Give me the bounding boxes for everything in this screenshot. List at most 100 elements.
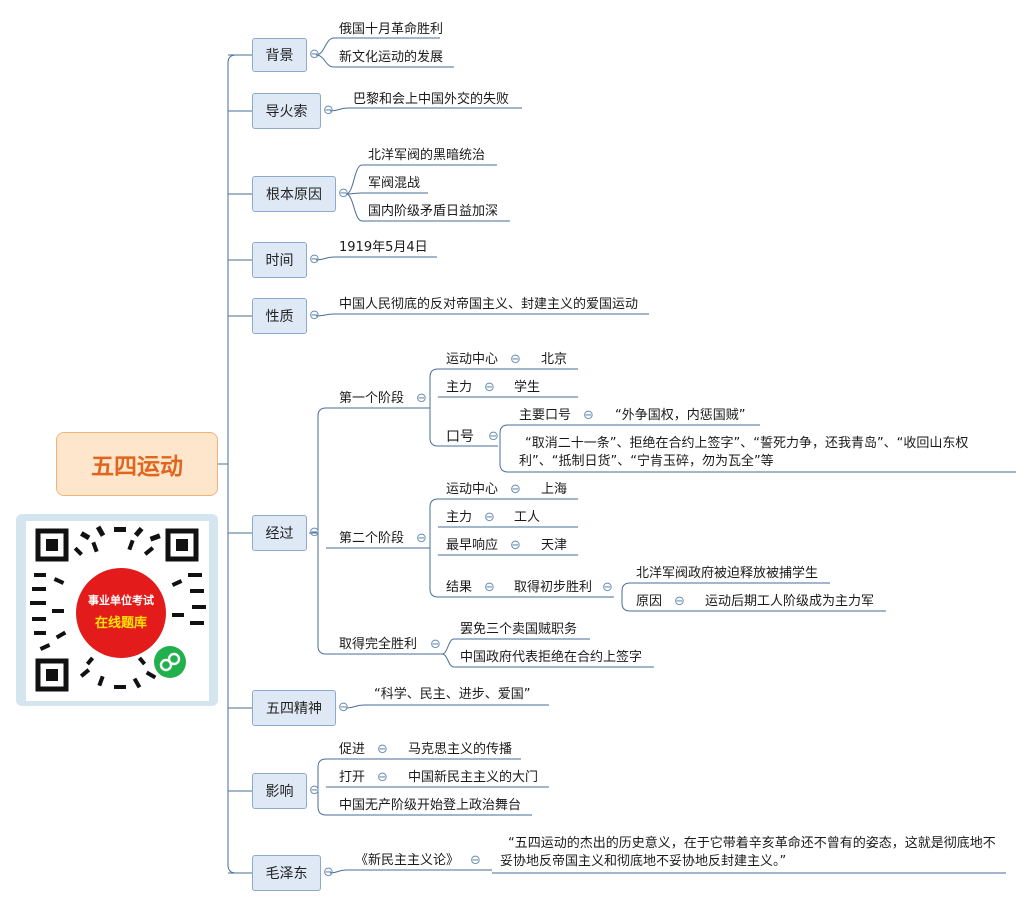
stage3-label[interactable]: 取得完全胜利: [339, 637, 418, 652]
mao-link: [329, 869, 347, 874]
stage3-item-1: 罢免三个卖国贼职务: [460, 622, 578, 637]
wechat-miniprogram-icon[interactable]: [154, 646, 186, 678]
nature-item-1: 中国人民彻底的反对帝国主义、封建主义的爱国运动: [339, 297, 639, 312]
stage1-slogan-label[interactable]: 口号: [446, 429, 474, 445]
stage3-item-2: 中国政府代表拒绝在合约上签字: [460, 650, 643, 665]
collapse-toggle-result-detail[interactable]: ⊖: [602, 580, 613, 595]
collapse-toggle-time[interactable]: ⊖: [309, 252, 320, 267]
collapse-toggle-stage2-first[interactable]: ⊖: [510, 538, 521, 553]
collapse-toggle-slogan-main[interactable]: ⊖: [583, 408, 594, 423]
trigger-item-1: 巴黎和会上中国外交的失败: [353, 92, 510, 107]
stage3-link-2: [441, 653, 455, 668]
stage2-bracket: [429, 498, 439, 598]
collapse-toggle-impact-a[interactable]: ⊖: [377, 742, 388, 757]
collapse-toggle-trigger[interactable]: ⊖: [323, 103, 334, 118]
node-root-cause[interactable]: 根本原因: [252, 176, 336, 212]
slogan-more: “取消二十一条”、拒绝在合约上签字”、“誓死力争，还我青岛”、“收回山东权利”、…: [519, 436, 969, 469]
stage1-bracket: [429, 368, 439, 447]
collapse-toggle-mao[interactable]: ⊖: [323, 865, 334, 880]
collapse-toggle-spirit[interactable]: ⊖: [338, 700, 349, 715]
bg-item-1: 俄国十月革命胜利: [339, 22, 444, 37]
collapse-toggle-stage1-main[interactable]: ⊖: [484, 380, 495, 395]
result-reason-key: 原因: [636, 594, 663, 609]
stage2-first-key: 最早响应: [446, 538, 499, 553]
bg-item-2: 新文化运动的发展: [339, 50, 444, 65]
time-item-1: 1919年5月4日: [339, 240, 428, 255]
wechat-miniprogram-glyph: [159, 652, 181, 672]
collapse-toggle-stage2-result[interactable]: ⊖: [484, 580, 495, 595]
collapse-toggle-stage2-center[interactable]: ⊖: [510, 482, 521, 497]
node-impact[interactable]: 影响: [252, 773, 307, 809]
stage2-result-key: 结果: [446, 580, 473, 595]
mao-quote: “五四运动的杰出的历史意义，在于它带着辛亥革命还不曾有的姿态，这就是彻底地不妥协…: [500, 836, 996, 869]
qr-badge: 事业单位考试 在线题库: [76, 568, 166, 658]
spirit-link: [345, 704, 365, 709]
node-may-fourth-spirit[interactable]: 五四精神: [252, 690, 336, 726]
stage2-center-key: 运动中心: [446, 482, 499, 497]
stage2-center-value: 上海: [541, 482, 568, 497]
collapse-toggle-stage2[interactable]: ⊖: [416, 531, 427, 546]
node-time[interactable]: 时间: [252, 242, 307, 278]
bg-link-1: [315, 37, 335, 56]
stage1-main-key: 主力: [446, 380, 473, 395]
node-trigger[interactable]: 导火索: [252, 93, 321, 129]
cause-item-3: 国内阶级矛盾日益加深: [368, 204, 499, 219]
root-node[interactable]: 五四运动: [56, 432, 218, 496]
impact-b-value: 中国新民主主义的大门: [408, 770, 539, 785]
spirit-item-1: “科学、民主、进步、爱国”: [374, 687, 531, 702]
cause-link-3: [345, 193, 363, 222]
qr-badge-line1: 事业单位考试: [88, 594, 154, 607]
collapse-toggle-background[interactable]: ⊖: [309, 47, 320, 62]
result-reason-value: 运动后期工人阶级成为主力军: [705, 594, 875, 609]
collapse-toggle-stage1-center[interactable]: ⊖: [510, 352, 521, 367]
collapse-toggle-stage1[interactable]: ⊖: [416, 391, 427, 406]
slogan-bracket: [499, 424, 509, 473]
stage1-center-key: 运动中心: [446, 352, 499, 367]
node-mao-zedong[interactable]: 毛泽东: [252, 855, 321, 891]
collapse-toggle-slogan[interactable]: ⊖: [488, 429, 499, 444]
stage2-main-key: 主力: [446, 510, 473, 525]
cause-item-2: 军阀混战: [368, 176, 421, 191]
stage2-result-value[interactable]: 取得初步胜利: [514, 580, 593, 595]
result-detail-1: 北洋军阀政府被迫释放被捕学生: [636, 566, 819, 581]
impact-a-key: 促进: [339, 742, 366, 757]
slogan-main-key: 主要口号: [519, 408, 572, 423]
cause-link-1: [345, 164, 363, 195]
collapse-toggle-mao-quote[interactable]: ⊖: [470, 853, 481, 868]
result-bracket: [621, 582, 631, 612]
stage3-link-1: [441, 638, 455, 655]
collapse-toggle-impact[interactable]: ⊖: [309, 783, 320, 798]
stage1-label[interactable]: 第一个阶段: [339, 391, 405, 406]
impact-a-value: 马克思主义的传播: [408, 742, 513, 757]
nature-link: [315, 313, 335, 317]
qr-badge-line2: 在线题库: [94, 616, 147, 631]
impact-bracket: [317, 758, 327, 816]
node-nature[interactable]: 性质: [252, 298, 307, 334]
stage2-main-value: 工人: [514, 510, 541, 525]
trunk-line: [227, 54, 237, 874]
time-link: [315, 256, 335, 261]
collapse-toggle-impact-b[interactable]: ⊖: [377, 770, 388, 785]
process-bracket: [317, 407, 327, 655]
mao-work-title: 《新民主主义论》: [355, 853, 460, 868]
cause-item-1: 北洋军阀的黑暗统治: [368, 148, 486, 163]
stage2-first-value: 天津: [541, 538, 568, 553]
collapse-toggle-result-reason[interactable]: ⊖: [674, 594, 685, 609]
trigger-link: [329, 107, 349, 112]
impact-c: 中国无产阶级开始登上政治舞台: [339, 798, 522, 813]
qr-pattern: [30, 525, 206, 692]
collapse-toggle-root-cause[interactable]: ⊖: [338, 186, 349, 201]
slogan-main-value: “外争国权，内惩国贼”: [615, 408, 746, 423]
node-process[interactable]: 经过: [252, 515, 307, 551]
stage2-label[interactable]: 第二个阶段: [339, 531, 405, 546]
bg-link-2: [315, 54, 335, 68]
collapse-toggle-stage2-main[interactable]: ⊖: [484, 510, 495, 525]
stage1-main-value: 学生: [514, 380, 541, 395]
node-background[interactable]: 背景: [252, 38, 307, 72]
impact-b-key: 打开: [339, 770, 366, 785]
collapse-toggle-process[interactable]: ⊖: [309, 525, 320, 540]
collapse-toggle-stage3[interactable]: ⊖: [430, 637, 441, 652]
collapse-toggle-nature[interactable]: ⊖: [309, 308, 320, 323]
